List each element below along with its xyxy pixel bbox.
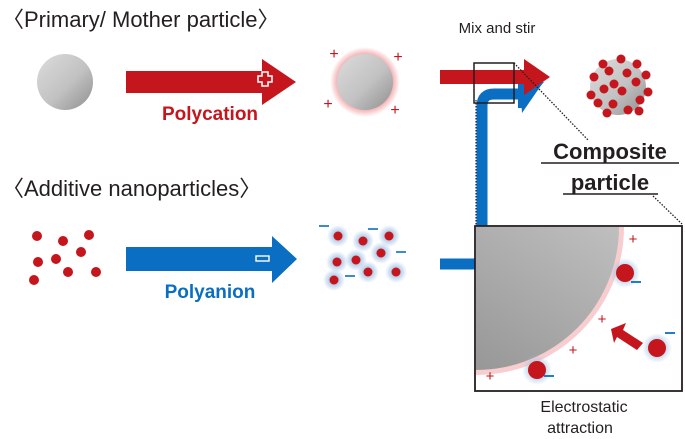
positive-charge: + — [486, 368, 495, 385]
inset-caption-line2: attraction — [547, 420, 613, 437]
mother-particle-icon — [37, 54, 93, 110]
polycation-merge-arrow-icon — [440, 59, 550, 95]
nanoparticles-icon — [29, 230, 101, 285]
positive-charge: + — [329, 46, 338, 63]
positive-charge: + — [323, 96, 332, 113]
positive-charge: + — [390, 102, 399, 119]
attraction-arrow-icon — [611, 323, 643, 350]
primary-heading: 〈Primary/ Mother particle〉 — [2, 7, 280, 32]
positive-charge: + — [393, 49, 402, 66]
composite-label-line1: Composite — [553, 139, 667, 164]
polycation-arrow-icon — [126, 59, 296, 105]
polycation-label: Polycation — [162, 104, 258, 125]
minus-sign-icon — [255, 255, 270, 262]
electrostatic-inset — [474, 225, 683, 392]
polyanion-label: Polyanion — [165, 282, 256, 303]
positive-charge: + — [569, 342, 578, 359]
positive-charge: + — [598, 311, 607, 328]
zoom-region-box — [473, 62, 515, 104]
inset-caption-line1: Electrostatic — [540, 399, 627, 416]
coated-nanoparticles-icon — [319, 225, 407, 291]
polyanion-arrow-icon — [126, 236, 297, 283]
positive-charge: + — [629, 231, 638, 248]
zoom-guide-line — [652, 195, 683, 225]
mix-and-stir-label: Mix and stir — [459, 20, 536, 37]
composite-particle-icon — [586, 54, 653, 118]
composite-label-line2: particle — [571, 170, 649, 195]
coated-particle-icon — [330, 47, 400, 117]
plus-sign-icon — [257, 71, 273, 87]
additive-heading: 〈Additive nanoparticles〉 — [2, 176, 261, 201]
